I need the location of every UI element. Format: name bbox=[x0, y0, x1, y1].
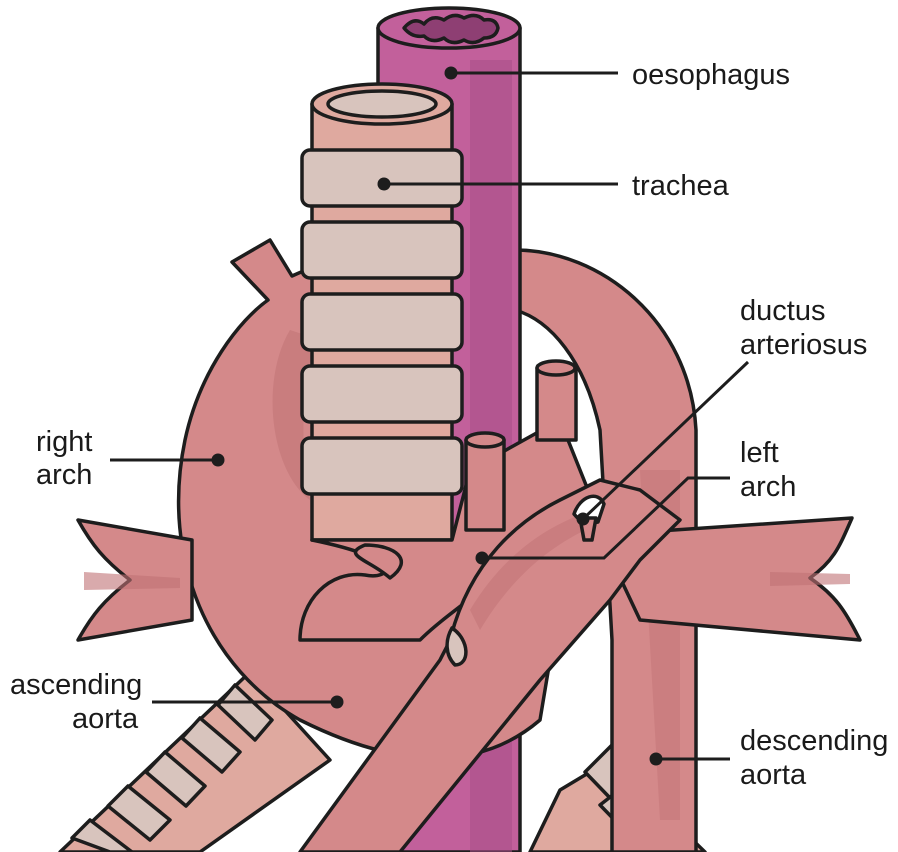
dot-ascending bbox=[331, 696, 344, 709]
label-trachea: trachea bbox=[632, 170, 730, 202]
label-descending-line2: aorta bbox=[740, 759, 807, 791]
dot-descending bbox=[650, 753, 663, 766]
label-ascending-line2: aorta bbox=[72, 703, 139, 735]
dot-left-arch bbox=[476, 552, 489, 565]
left-subclavian-vessel bbox=[537, 361, 576, 440]
trachea-shape bbox=[302, 84, 462, 540]
dot-ductus bbox=[577, 513, 590, 526]
label-ductus-line2: arteriosus bbox=[740, 329, 867, 361]
label-left-arch-line1: left bbox=[740, 437, 779, 469]
label-right-arch-line2: arch bbox=[36, 459, 92, 491]
label-right-arch-line1: right bbox=[36, 426, 92, 458]
label-oesophagus: oesophagus bbox=[632, 59, 790, 91]
dot-trachea bbox=[378, 178, 391, 191]
dot-oesophagus bbox=[445, 67, 458, 80]
label-descending-line1: descending bbox=[740, 725, 888, 757]
label-ductus-line1: ductus bbox=[740, 295, 825, 327]
right-subclavian-vessel bbox=[78, 520, 192, 640]
label-ascending-line1: ascending bbox=[10, 669, 142, 701]
label-left-arch-line2: arch bbox=[740, 471, 796, 503]
dot-right-arch bbox=[212, 454, 225, 467]
left-carotid-vessel bbox=[466, 433, 504, 530]
